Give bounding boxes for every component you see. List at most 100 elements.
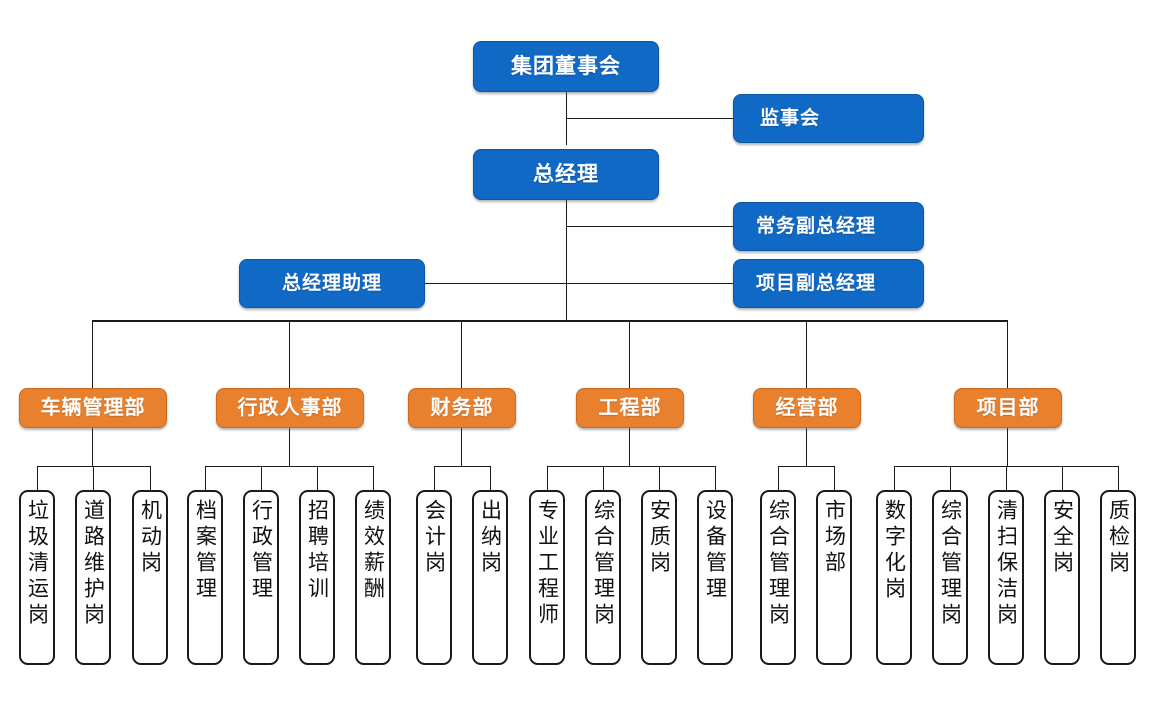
department-label: 财务部 [430, 397, 494, 419]
node-department-finance[interactable]: 财务部 [408, 388, 516, 428]
connector-leaf-18 [1062, 466, 1063, 490]
connector-leaf-10 [603, 466, 604, 490]
connector-supervisory [566, 118, 733, 119]
node-position-box[interactable]: 专业工程师 [529, 490, 565, 665]
connector-dept-1-down [289, 427, 290, 466]
position-label: 道路维护岗 [81, 499, 105, 629]
connector-leaf-9 [547, 466, 548, 490]
connector-leaf-12 [715, 466, 716, 490]
node-position-box[interactable]: 出纳岗 [472, 490, 508, 665]
node-position-box[interactable]: 质检岗 [1100, 490, 1136, 665]
position-label: 行政管理 [249, 499, 273, 603]
node-position-box[interactable]: 安全岗 [1044, 490, 1080, 665]
position-label: 会计岗 [422, 499, 446, 577]
connector-leaf-13 [778, 466, 779, 490]
position-label: 专业工程师 [535, 499, 559, 629]
sub-bus-dept-1 [205, 466, 373, 467]
department-label: 经营部 [775, 397, 839, 419]
connector-leaf-6 [373, 466, 374, 490]
connector-leaf-3 [205, 466, 206, 490]
node-general-manager[interactable]: 总经理 [473, 149, 659, 200]
node-project-deputy-gm[interactable]: 项目副总经理 [733, 259, 924, 308]
node-position-box[interactable]: 招聘培训 [299, 490, 335, 665]
node-position-box[interactable]: 市场部 [816, 490, 852, 665]
connector-dept-3-down [629, 427, 630, 466]
position-label: 安全岗 [1050, 499, 1074, 577]
connector-bus-dept-4 [806, 320, 807, 388]
position-label: 垃圾清运岗 [25, 499, 49, 629]
connector-leaf-15 [894, 466, 895, 490]
position-label: 招聘培训 [305, 499, 329, 603]
node-position-box[interactable]: 综合管理岗 [932, 490, 968, 665]
position-label: 数字化岗 [882, 499, 906, 603]
position-label: 质检岗 [1106, 499, 1130, 577]
connector-bus-dept-2 [461, 320, 462, 388]
position-label: 综合管理岗 [766, 499, 790, 629]
position-label: 机动岗 [138, 499, 162, 577]
connector-leaf-16 [950, 466, 951, 490]
node-position-box[interactable]: 设备管理 [697, 490, 733, 665]
node-board-label: 集团董事会 [511, 55, 621, 78]
position-label: 绩效薪酬 [361, 499, 385, 603]
connector-leaf-14 [834, 466, 835, 490]
connector-bus-dept-1 [289, 320, 290, 388]
node-project-deputy-label: 项目副总经理 [756, 273, 877, 294]
sub-bus-dept-3 [547, 466, 715, 467]
connector-bus-dept-3 [629, 320, 630, 388]
node-gm-assistant[interactable]: 总经理助理 [239, 259, 425, 308]
node-position-box[interactable]: 数字化岗 [876, 490, 912, 665]
connector-bus-dept-0 [92, 320, 93, 388]
node-department-engineering[interactable]: 工程部 [576, 388, 684, 428]
node-department-vehicle-management[interactable]: 车辆管理部 [19, 388, 167, 428]
position-label: 设备管理 [703, 499, 727, 603]
node-position-box[interactable]: 清扫保洁岗 [988, 490, 1024, 665]
sub-bus-dept-2 [434, 466, 490, 467]
position-label: 清扫保洁岗 [994, 499, 1018, 629]
sub-bus-dept-4 [778, 466, 834, 467]
connector-leaf-17 [1006, 466, 1007, 490]
node-position-box[interactable]: 综合管理岗 [760, 490, 796, 665]
node-position-box[interactable]: 安质岗 [641, 490, 677, 665]
node-position-box[interactable]: 机动岗 [132, 490, 168, 665]
node-position-box[interactable]: 会计岗 [416, 490, 452, 665]
connector-leaf-11 [659, 466, 660, 490]
node-executive-deputy-label: 常务副总经理 [756, 216, 877, 237]
connector-leaf-8 [490, 466, 491, 490]
connector-dept-4-down [806, 427, 807, 466]
position-label: 安质岗 [647, 499, 671, 577]
node-position-box[interactable]: 道路维护岗 [75, 490, 111, 665]
connector-leaf-7 [434, 466, 435, 490]
position-label: 档案管理 [193, 499, 217, 603]
node-executive-deputy-gm[interactable]: 常务副总经理 [733, 202, 924, 251]
node-general-manager-label: 总经理 [533, 163, 599, 186]
connector-dept-5-down [1007, 427, 1008, 466]
node-position-box[interactable]: 综合管理岗 [585, 490, 621, 665]
connector-project-deputy [566, 283, 733, 284]
node-board-of-directors[interactable]: 集团董事会 [473, 41, 659, 92]
node-department-admin-hr[interactable]: 行政人事部 [216, 388, 364, 428]
connector-dept-2-down [461, 427, 462, 466]
connector-leaf-5 [317, 466, 318, 490]
position-label: 综合管理岗 [591, 499, 615, 629]
node-supervisory-label: 监事会 [760, 108, 821, 129]
node-position-box[interactable]: 行政管理 [243, 490, 279, 665]
connector-executive-deputy [566, 226, 733, 227]
connector-gm-assistant [425, 283, 567, 284]
connector-leaf-19 [1118, 466, 1119, 490]
position-label: 综合管理岗 [938, 499, 962, 629]
connector-leaf-1 [93, 466, 94, 490]
position-label: 出纳岗 [478, 499, 502, 577]
connector-leaf-4 [261, 466, 262, 490]
department-label: 工程部 [598, 397, 662, 419]
connector-gm-down [566, 200, 567, 321]
node-department-operations[interactable]: 经营部 [753, 388, 861, 428]
node-department-project[interactable]: 项目部 [954, 388, 1062, 428]
connector-bus-dept-5 [1007, 320, 1008, 388]
node-position-box[interactable]: 绩效薪酬 [355, 490, 391, 665]
node-supervisory-board[interactable]: 监事会 [733, 94, 924, 143]
position-label: 市场部 [822, 499, 846, 577]
node-gm-assistant-label: 总经理助理 [281, 273, 382, 294]
node-position-box[interactable]: 垃圾清运岗 [19, 490, 55, 665]
connector-dept-0-down [92, 427, 93, 466]
node-position-box[interactable]: 档案管理 [187, 490, 223, 665]
